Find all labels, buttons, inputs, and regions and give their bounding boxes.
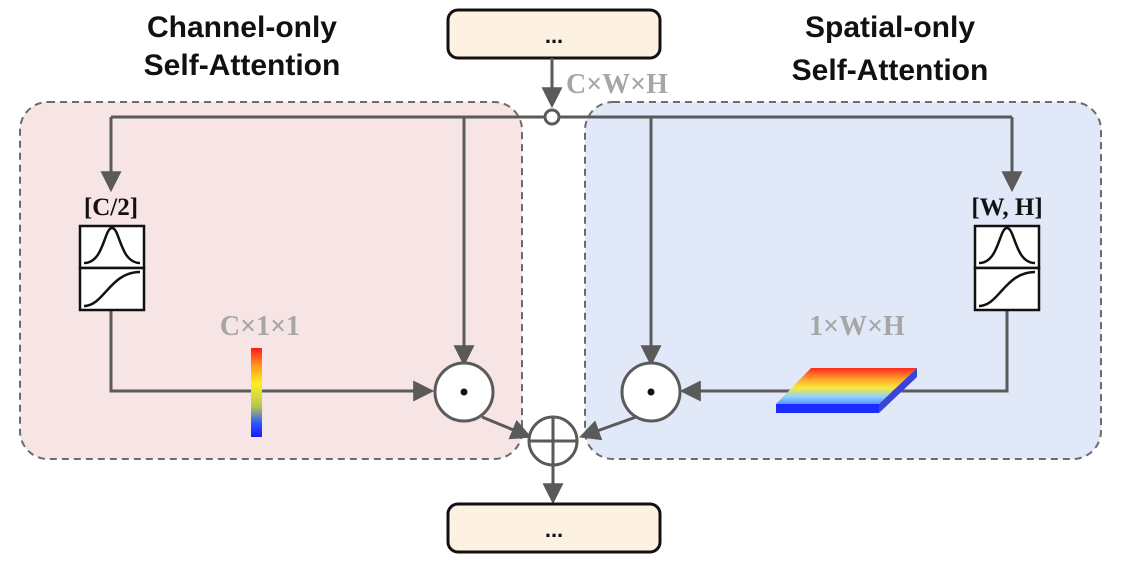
- spatial-title-line2: Self-Attention: [792, 54, 989, 87]
- input-block-label: ...: [545, 23, 563, 48]
- input-dims-label: C×W×H: [566, 69, 668, 100]
- channel-title-line1: Channel-only: [147, 11, 337, 44]
- split-node: [543, 108, 561, 126]
- channel-conv-label: [C/2]: [84, 194, 138, 221]
- output-block: ...: [446, 502, 662, 554]
- channel-attention-panel: [19, 101, 523, 460]
- sigmoid-curve-icon: [83, 270, 141, 308]
- spatial-attention-panel: [584, 101, 1102, 460]
- channel-title-line2: Self-Attention: [144, 49, 341, 82]
- channel-activation-stack: [78, 224, 146, 312]
- channel-multiply-operator: [433, 361, 495, 423]
- add-operator: [527, 415, 579, 467]
- spatial-conv-label: [W, H]: [971, 194, 1042, 221]
- spatial-multiply-operator: [620, 361, 682, 423]
- connection-lines: [100, 58, 1023, 505]
- spatial-title-line1: Spatial-only: [805, 11, 975, 44]
- softmax-curve-icon: [83, 226, 141, 265]
- channel-attention-map: [251, 348, 262, 437]
- output-block-label: ...: [545, 517, 563, 542]
- input-block: ...: [446, 8, 662, 60]
- softmax-curve-icon: [978, 226, 1036, 265]
- spatial-attention-map: [776, 368, 917, 413]
- spatial-attention-dims: 1×W×H: [809, 311, 905, 342]
- spatial-activation-stack: [973, 224, 1041, 312]
- sigmoid-curve-icon: [978, 270, 1036, 308]
- channel-attention-dims: C×1×1: [220, 311, 300, 342]
